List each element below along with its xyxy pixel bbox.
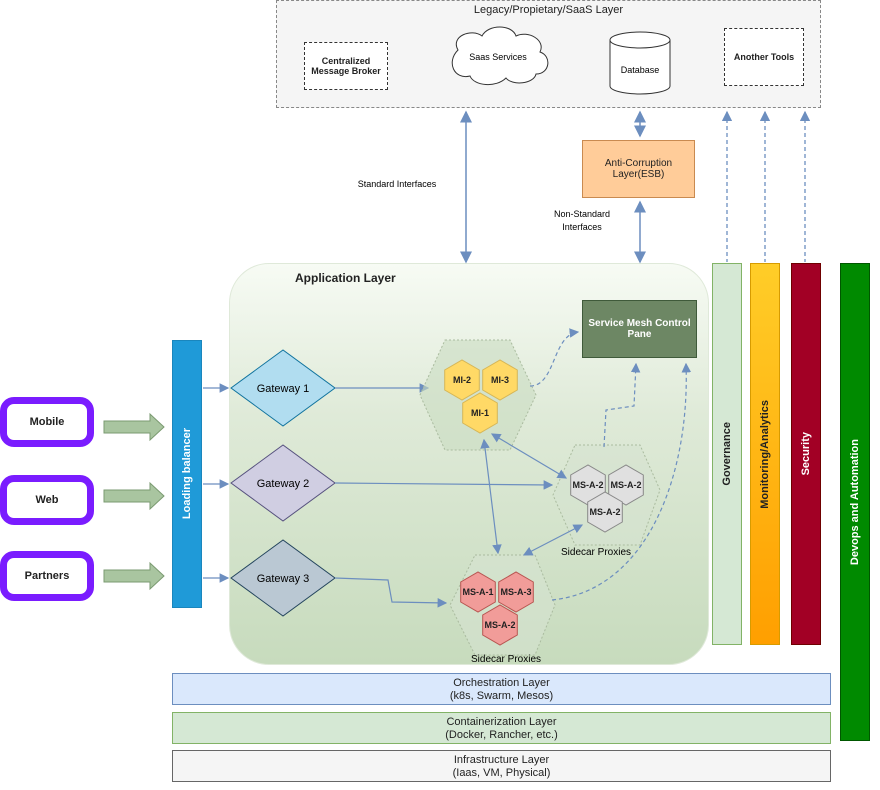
orchestration-layer: Orchestration Layer (k8s, Swarm, Mesos) [172,673,831,705]
msa-hex-1 [460,571,496,613]
client-web: Web [0,475,94,525]
another-tools-box: Another Tools [724,28,804,86]
msa-hex-3-label: MS-A-2 [485,620,516,630]
devops-bar: Devops and Automation [840,263,870,741]
governance-bar: Governance [712,263,742,645]
service-mesh-control-pane: Service Mesh Control Pane [582,300,697,358]
msa-hex-3 [482,604,518,646]
gateway-2-label: Gateway 2 [257,478,310,490]
load-balancer: Loading balancer [172,340,202,608]
ms-hex-2-label: MS-A-2 [611,480,642,490]
standard-interfaces-label: Standard Interfaces [358,179,437,189]
non-standard-label-line1: Non-Standard [554,209,610,219]
mi-cluster: MI-2 MI-3MI-1 [444,359,518,434]
ms-hex-1-label: MS-A-2 [573,480,604,490]
monitoring-bar: Monitoring/Analytics [750,263,780,645]
client-arrows [103,412,165,591]
msa-hex-2 [498,571,534,613]
database-shape [609,31,671,95]
saas-cloud-shape [451,26,549,85]
mi-hex-1-label: MI-2 [453,375,471,385]
sidecar-label-1: Sidecar Proxies [561,547,631,558]
gateway-3-label: Gateway 3 [257,573,310,585]
mi-hex-3 [462,392,498,434]
database-label: Database [621,65,660,75]
infrastructure-layer: Infrastructure Layer (Iaas, VM, Physical… [172,750,831,782]
message-broker-box: Centralized Message Broker [304,42,388,90]
mi-hex-1 [444,359,480,401]
security-bar: Security [791,263,821,645]
ms-hex-2 [608,464,644,506]
containerization-layer: Containerization Layer (Docker, Rancher,… [172,712,831,744]
client-partners: Partners [0,551,94,601]
msa-hex-2-label: MS-A-3 [501,587,532,597]
mi-hex-3-label: MI-1 [471,408,489,418]
client-mobile: Mobile [0,397,94,447]
legacy-layer-title: Legacy/Propietary/SaaS Layer [473,4,624,16]
application-layer-title: Application Layer [295,271,396,285]
mi-hex-2-label: MI-3 [491,375,509,385]
non-standard-label-line2: Interfaces [562,222,602,232]
ms-hex-3 [587,491,623,533]
saas-label: Saas Services [469,52,527,62]
gateway-1-label: Gateway 1 [257,383,310,395]
sidecar-label-2: Sidecar Proxies [471,654,541,665]
msa-hex-1-label: MS-A-1 [463,587,494,597]
mi-hex-2 [482,359,518,401]
anti-corruption-layer: Anti-Corruption Layer(ESB) [582,140,695,198]
ms-hex-3-label: MS-A-2 [590,507,621,517]
msa-cluster: MS-A-1 MS-A-3MS-A-2 [460,571,534,646]
